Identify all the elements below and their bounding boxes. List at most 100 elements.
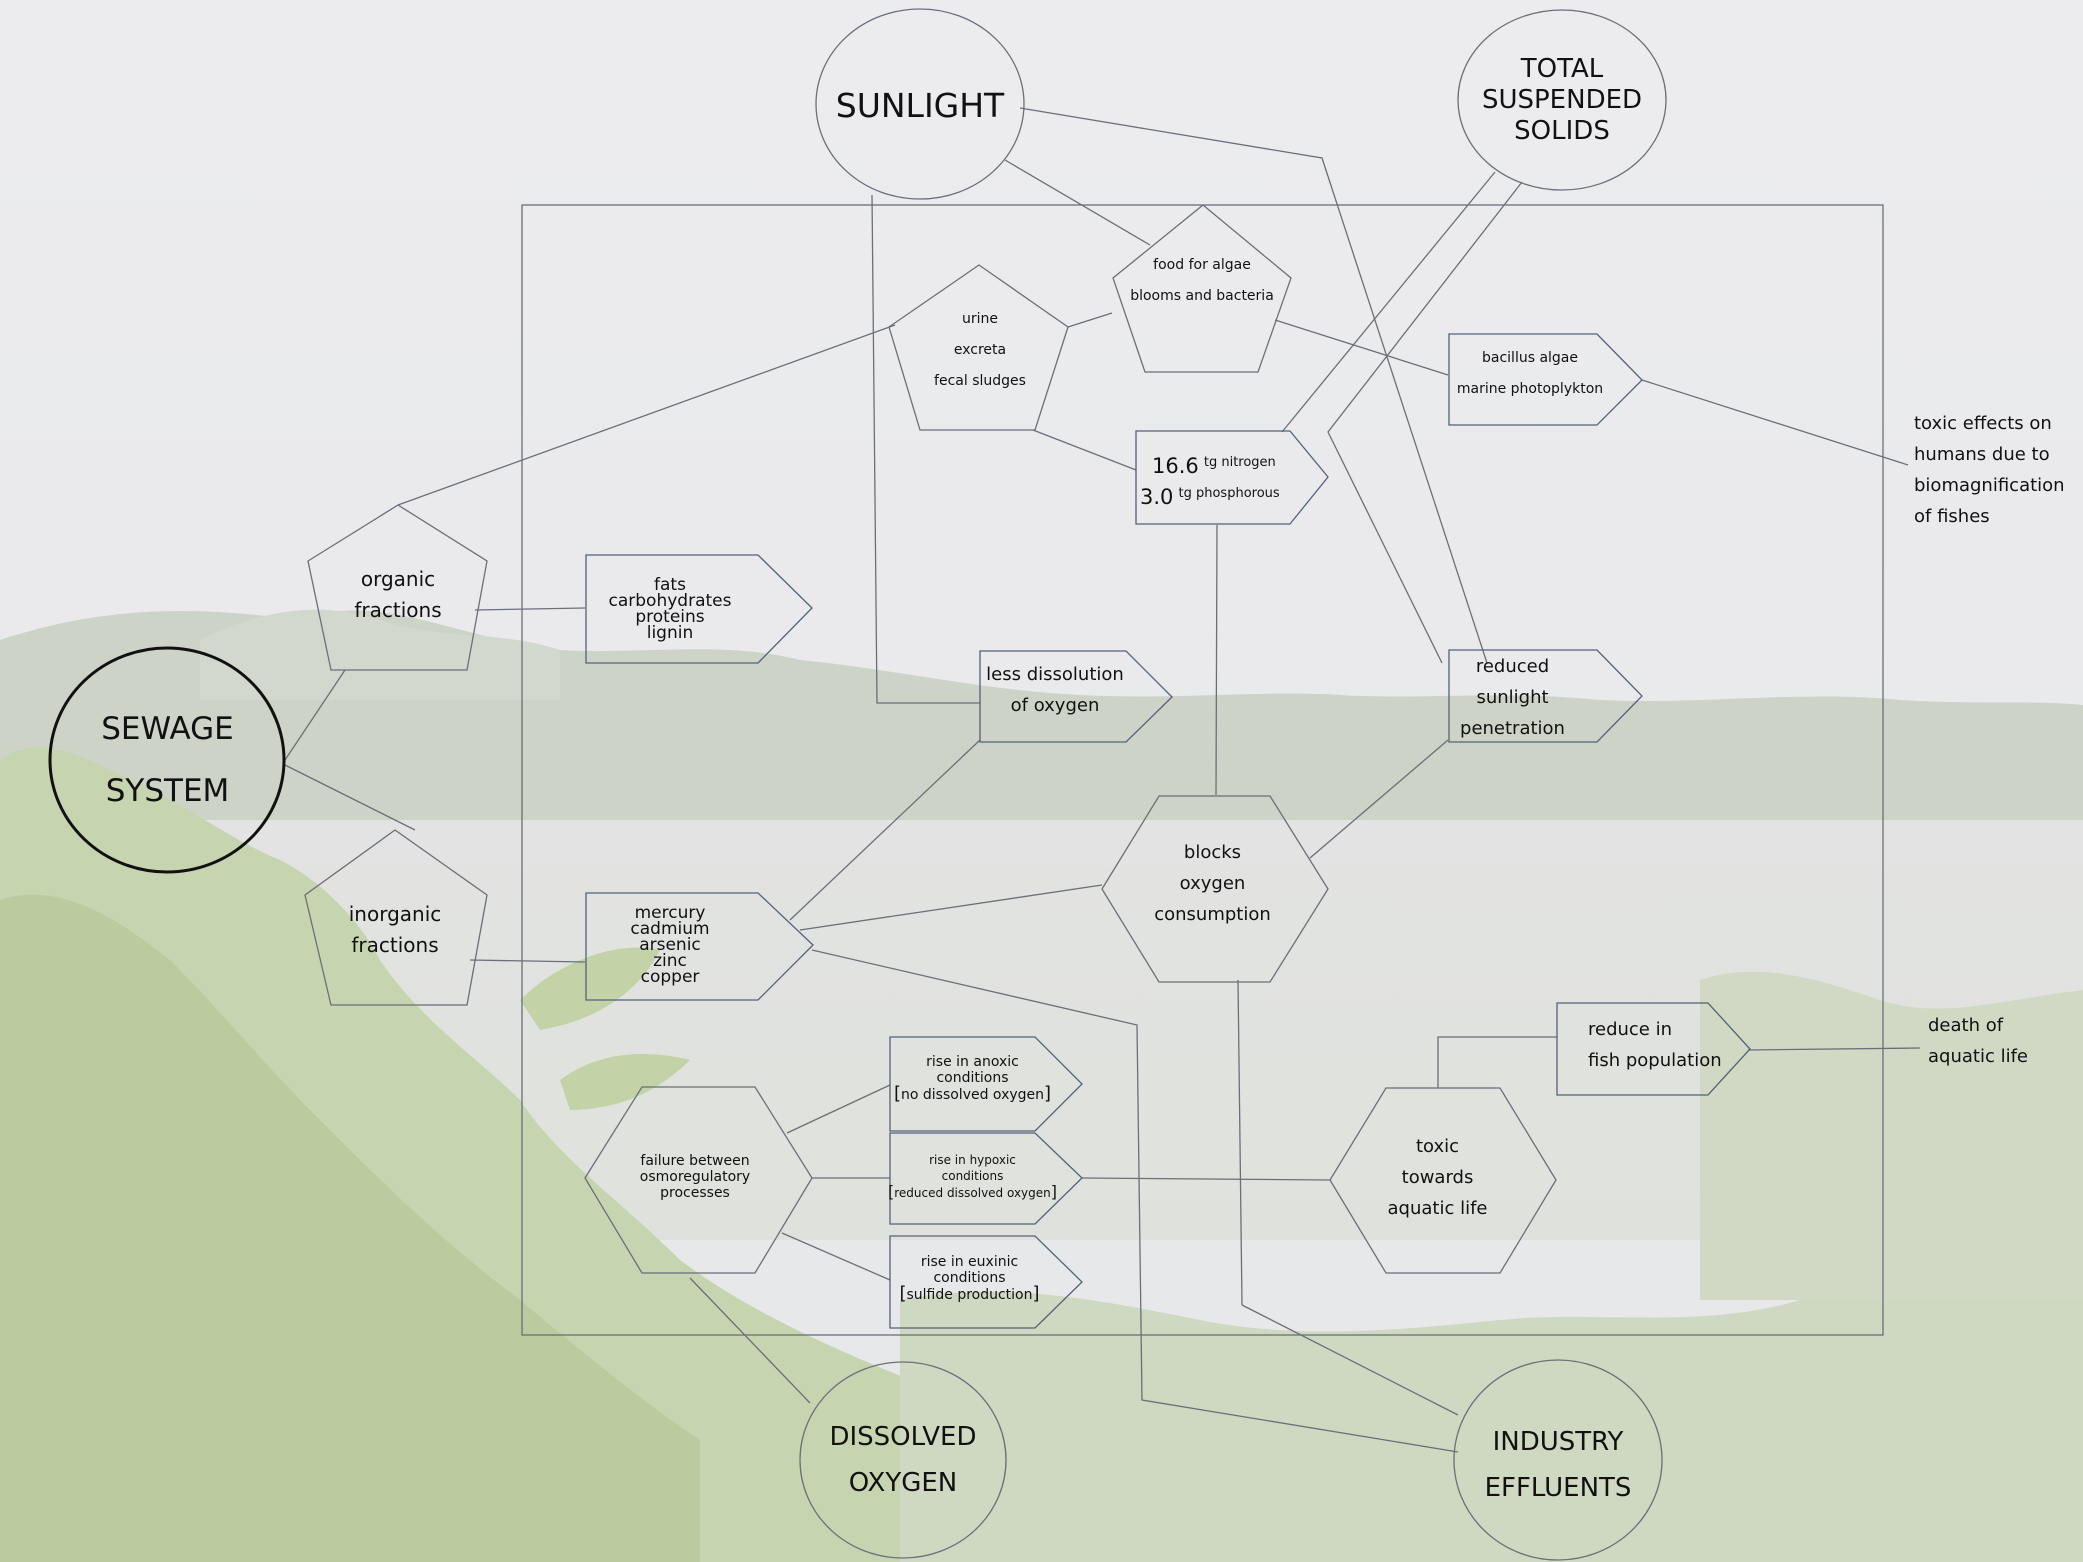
phosphorous-value: 3.0 bbox=[1140, 485, 1174, 509]
connector-reducefish-death bbox=[1747, 1047, 1921, 1051]
anoxic-line-2: conditions bbox=[936, 1069, 1009, 1086]
connector-organic-urine bbox=[397, 324, 896, 506]
algae-food-line-2: blooms and bacteria bbox=[1130, 288, 1274, 304]
dissolved-oxygen-label: DISSOLVED OXYGEN bbox=[800, 1410, 1006, 1510]
connector-failure-euxinic bbox=[781, 1232, 891, 1281]
connector-algae-bacillus bbox=[1274, 319, 1449, 376]
connector-sewage-organic bbox=[284, 669, 346, 761]
bracket-open-icon: [ bbox=[893, 1082, 901, 1104]
reduced-sunlight-line-2: sunlight bbox=[1476, 686, 1549, 708]
bacillus-arrow-box[interactable] bbox=[1448, 333, 1643, 426]
death-line-2: aquatic life bbox=[1928, 1046, 2028, 1067]
toxic-effects-line-2: humans due to bbox=[1914, 444, 2050, 465]
euxinic-line-1: rise in euxinic bbox=[920, 1253, 1019, 1270]
organic-line-2: fractions bbox=[354, 598, 442, 622]
foliage-leaf-1 bbox=[520, 947, 660, 1030]
dissolved-oxygen-line-2: OXYGEN bbox=[848, 1468, 958, 1498]
urine-line-2: excreta bbox=[953, 341, 1007, 358]
reduce-fish-label: reduce in fish population bbox=[1580, 1013, 1740, 1077]
failure-osmo-line-2: osmoregulatory bbox=[639, 1169, 751, 1185]
hypoxic-line-2: conditions bbox=[941, 1168, 1004, 1183]
industry-label: INDUSTRY EFFLUENTS bbox=[1454, 1415, 1662, 1515]
failure-osmo-line-1: failure between bbox=[640, 1153, 750, 1169]
anoxic-arrow-box[interactable] bbox=[889, 1036, 1083, 1132]
anoxic-line-3: [no dissolved oxygen] bbox=[893, 1082, 1052, 1104]
lessdissolution-arrow-box[interactable] bbox=[979, 650, 1173, 743]
less-dissolution-label: less dissolution of oxygen bbox=[975, 658, 1135, 722]
reduced-sunlight-label: reduced sunlight penetration bbox=[1440, 650, 1585, 744]
zinc-item: zinc bbox=[653, 951, 687, 971]
sewage-line-1: SEWAGE bbox=[101, 711, 234, 747]
failure-osmo-line-3: processes bbox=[660, 1185, 730, 1201]
dissolved-oxygen-line-1: DISSOLVED bbox=[829, 1422, 977, 1452]
phosphorous-unit: tg phosphorous bbox=[1178, 486, 1280, 501]
sunlight-label: SUNLIGHT bbox=[815, 80, 1025, 130]
nitrogen-row: 16.6 tg nitrogen bbox=[1152, 454, 1276, 478]
connector-reducedsunlight-blocks bbox=[1309, 739, 1449, 859]
fats-arrow-box[interactable] bbox=[585, 554, 813, 664]
connector-metals-industry bbox=[811, 949, 1459, 1453]
euxinic-arrow-box[interactable] bbox=[889, 1235, 1083, 1329]
toxic-aquatic-hexagon[interactable] bbox=[1329, 1087, 1557, 1274]
bracket-close-icon: ] bbox=[1032, 1282, 1040, 1304]
dissolved-oxygen-circle[interactable] bbox=[799, 1361, 1007, 1559]
organic-pentagon[interactable] bbox=[307, 504, 488, 671]
connector-blocks-industry-2 bbox=[1241, 1304, 1459, 1416]
nitrogen-arrow-box[interactable] bbox=[1135, 430, 1329, 525]
euxinic-detail: sulfide production bbox=[906, 1286, 1033, 1303]
phosphorous-row: 3.0 tg phosphorous bbox=[1140, 485, 1280, 509]
blocks-oxygen-line-3: consumption bbox=[1154, 903, 1271, 925]
algae-food-line-1: food for algae bbox=[1153, 257, 1251, 273]
industry-circle[interactable] bbox=[1453, 1359, 1663, 1561]
toxic-aquatic-label: toxic towards aquatic life bbox=[1360, 1130, 1515, 1224]
hypoxic-arrow-box[interactable] bbox=[889, 1132, 1083, 1225]
reduce-fish-line-1: reduce in bbox=[1588, 1019, 1673, 1040]
inorganic-pentagon[interactable] bbox=[304, 829, 488, 1006]
toxic-aquatic-line-3: aquatic life bbox=[1387, 1197, 1488, 1219]
sunlight-circle[interactable] bbox=[815, 8, 1025, 200]
euxinic-label: rise in euxinic conditions [sulfide prod… bbox=[882, 1250, 1057, 1306]
connector-sewage-inorganic bbox=[284, 764, 416, 831]
metals-list-label: mercury cadmium arsenic zinc copper bbox=[590, 902, 750, 988]
algae-pentagon[interactable] bbox=[1112, 204, 1292, 373]
reducefish-arrow-box[interactable] bbox=[1556, 1002, 1751, 1096]
death-line-1: death of bbox=[1928, 1015, 2004, 1036]
organic-label: organic fractions bbox=[318, 560, 478, 630]
tss-circle[interactable] bbox=[1457, 9, 1667, 191]
connector-bacillus-toxiceffects bbox=[1641, 379, 1909, 466]
blocks-oxygen-label: blocks oxygen consumption bbox=[1130, 836, 1295, 930]
connector-failure-anoxic bbox=[786, 1084, 891, 1134]
connector-hypoxic-toxic bbox=[1081, 1177, 1331, 1181]
connector-nitrogen-blocks bbox=[1215, 524, 1218, 796]
blocks-oxygen-hexagon[interactable] bbox=[1101, 795, 1329, 983]
urine-pentagon[interactable] bbox=[888, 264, 1069, 431]
connector-sunlight-lessdissolution bbox=[871, 194, 980, 704]
urine-label: urine excreta fecal sludges bbox=[900, 305, 1060, 395]
nitrogen-value: 16.6 bbox=[1152, 454, 1199, 478]
reducedsunlight-arrow-box[interactable] bbox=[1448, 649, 1643, 743]
connector-sunlight-algae bbox=[1004, 159, 1151, 246]
bracket-close-icon: ] bbox=[1044, 1082, 1052, 1104]
sewage-circle[interactable] bbox=[48, 646, 286, 874]
industry-line-2: EFFLUENTS bbox=[1484, 1473, 1632, 1503]
connector-inorganic-metals bbox=[469, 959, 586, 963]
connector-toxic-reducefish bbox=[1437, 1036, 1557, 1088]
copper-item: copper bbox=[640, 967, 700, 987]
sewage-line-2: SYSTEM bbox=[105, 773, 230, 809]
toxic-effects-line-4: of fishes bbox=[1914, 506, 1990, 527]
tss-line-2: SUSPENDED bbox=[1481, 84, 1643, 115]
connector-organic-fats bbox=[474, 607, 586, 611]
metals-arrow-box[interactable] bbox=[585, 892, 814, 1001]
euxinic-line-2: conditions bbox=[933, 1269, 1006, 1286]
failure-hexagon[interactable] bbox=[584, 1086, 813, 1274]
inorganic-line-2: fractions bbox=[351, 933, 439, 957]
industry-line-1: INDUSTRY bbox=[1492, 1427, 1624, 1457]
toxic-effects-line-3: biomagnification bbox=[1914, 475, 2065, 496]
euxinic-line-3: [sulfide production] bbox=[899, 1282, 1040, 1304]
bacillus-line-1: bacillus algae bbox=[1482, 350, 1578, 366]
tss-line-1: TOTAL bbox=[1520, 53, 1604, 84]
bacillus-label: bacillus algae marine photoplykton bbox=[1445, 343, 1615, 405]
reduced-sunlight-line-3: penetration bbox=[1460, 717, 1565, 739]
less-dissolution-line-1: less dissolution bbox=[986, 664, 1124, 685]
blocks-oxygen-line-2: oxygen bbox=[1179, 872, 1246, 894]
